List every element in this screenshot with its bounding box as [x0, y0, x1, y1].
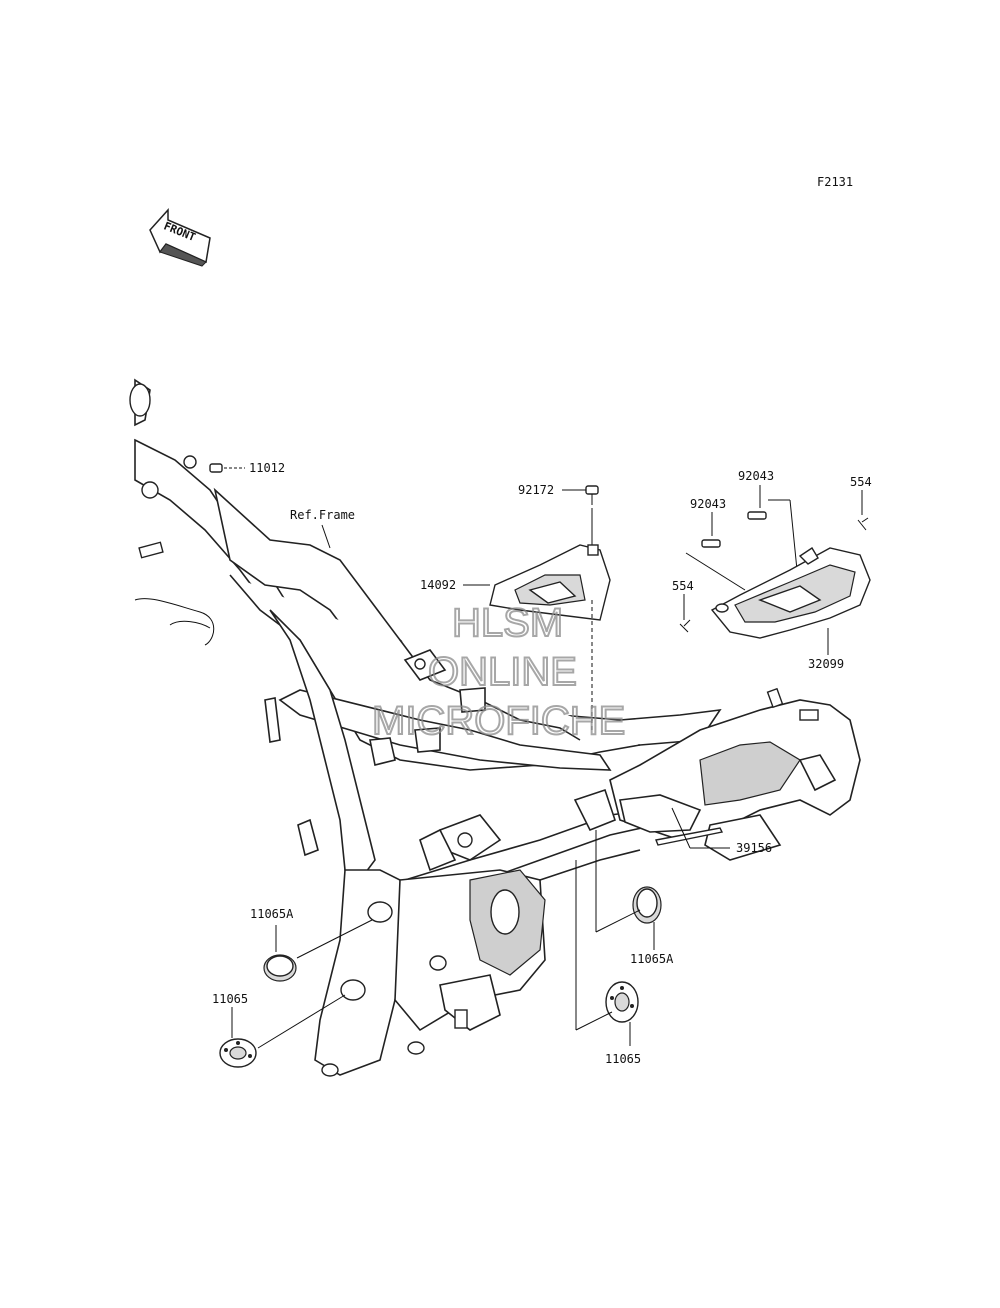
callout-11065-left: 11065	[212, 992, 248, 1006]
grommet-11065-right	[605, 981, 639, 1023]
clip-554-left	[679, 619, 691, 633]
callout-11012: 11012	[249, 461, 285, 475]
watermark: HLSM ONLINE MICROFICHE	[371, 600, 626, 744]
callout-92043-left: 92043	[690, 497, 726, 511]
bracket-32099	[710, 547, 871, 639]
callout-11065-right: 11065	[605, 1052, 641, 1066]
cover-14092	[489, 544, 611, 621]
watermark-line-3: MICROFICHE	[372, 699, 625, 743]
front-arrow-icon: FRONT	[149, 208, 211, 267]
ref-frame-label: Ref.Frame	[290, 508, 355, 522]
cap-11065a-left	[263, 954, 297, 982]
cap-11065a-right	[632, 886, 662, 924]
grommet-11065-left	[219, 1038, 257, 1068]
frame-assembly	[129, 378, 861, 1077]
callout-39156: 39156	[736, 841, 772, 855]
callout-92043-top: 92043	[738, 469, 774, 483]
callout-554-left: 554	[672, 579, 694, 593]
callout-11065a-right: 11065A	[630, 952, 674, 966]
clip-554-right	[857, 517, 869, 531]
pin-92043-left	[701, 539, 721, 548]
callout-32099: 32099	[808, 657, 844, 671]
bolt-11012	[209, 463, 223, 473]
pin-92043-top	[747, 511, 767, 520]
strip-39156	[655, 827, 724, 846]
watermark-line-2: ONLINE	[428, 650, 577, 694]
callout-14092: 14092	[420, 578, 456, 592]
screw-92172	[585, 485, 599, 505]
watermark-line-1: HLSM	[452, 601, 563, 645]
figure-code: F2131	[817, 175, 853, 189]
callout-11065a-left: 11065A	[250, 907, 294, 921]
callout-554-right: 554	[850, 475, 872, 489]
callout-92172: 92172	[518, 483, 554, 497]
